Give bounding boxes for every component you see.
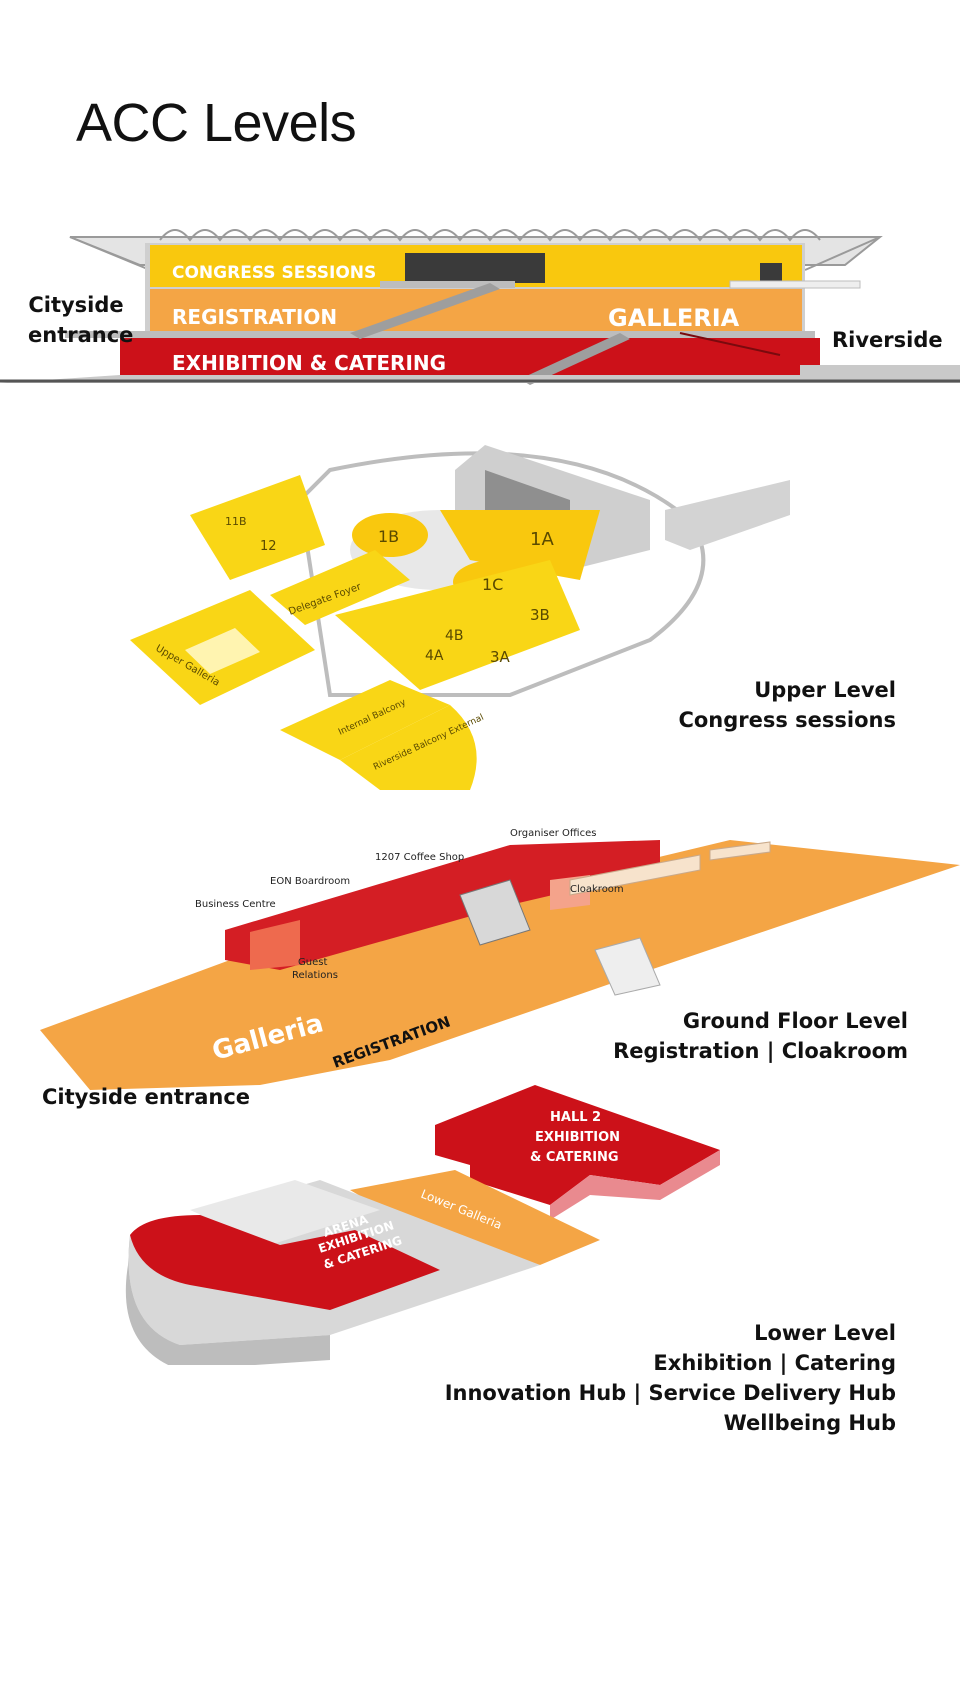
organiser-offices-label: Organiser Offices [510,828,596,839]
lower-level-caption: Lower Level Exhibition | Catering Innova… [444,1321,896,1435]
room-4b: 4B [445,628,464,644]
exhibition-label: EXHIBITION & CATERING [172,351,446,375]
hall-1b [352,513,428,557]
hall2-label-3: & CATERING [530,1150,619,1165]
room-3b: 3B [530,606,550,624]
guest-relations-label-1: Guest [298,957,327,968]
business-centre-label: Business Centre [195,899,276,910]
escalators [459,879,531,946]
ground-level-plan: Organiser Offices 1207 Coffee Shop EON B… [40,828,960,1090]
room-1b: 1B [378,527,399,546]
galleria-label: GALLERIA [608,304,740,332]
rooms-3-7 [335,560,580,690]
hall2-label-1: HALL 2 [550,1110,601,1125]
exhibition-band [120,338,820,380]
rooms-11-12 [190,475,325,580]
lower-galleria [350,1170,600,1265]
cityside-entrance-ground-label: Cityside entrance [42,1085,251,1109]
hall2-label-2: EXHIBITION [535,1130,620,1145]
internal-balcony [280,680,450,760]
page-title: ACC Levels [76,93,357,153]
room-12: 12 [260,539,277,554]
coffee-shop-label: 1207 Coffee Shop [375,852,464,863]
delegate-foyer [270,550,410,625]
section-diagram: CONGRESS SESSIONS REGISTRATION GALLERIA … [0,229,960,385]
arena [130,1215,440,1310]
guest-relations-label-2: Relations [292,970,338,981]
room-1c: 1C [482,575,503,594]
upper-level-caption: Upper Level Congress sessions [678,678,896,732]
registration-label: REGISTRATION [172,305,337,329]
offices-block [225,840,660,970]
boardroom-label: EON Boardroom [270,876,350,887]
room-3a: 3A [490,648,511,666]
riverside-label: Riverside [832,328,943,352]
ground-level-caption: Ground Floor Level Registration | Cloakr… [613,1009,908,1063]
cityside-entrance-label: Cityside entrance [28,293,134,347]
hall-2 [435,1085,720,1205]
congress-label: CONGRESS SESSIONS [172,263,376,283]
upper-level-plan: 1A 1B 1C 3A 3B 4A 4B 12 11B Delegate Foy… [130,445,790,790]
room-1a: 1A [530,529,554,550]
cloakroom-label: Cloakroom [570,884,624,895]
riverside-balcony [340,705,477,790]
lower-level-plan: HALL 2 EXHIBITION & CATERING Lower Galle… [125,1085,720,1365]
room-4a: 4A [425,648,444,664]
galleria-floor [40,840,960,1090]
room-11b: 11B [225,515,247,528]
cloakroom [569,854,701,896]
hall-1a [440,510,600,580]
